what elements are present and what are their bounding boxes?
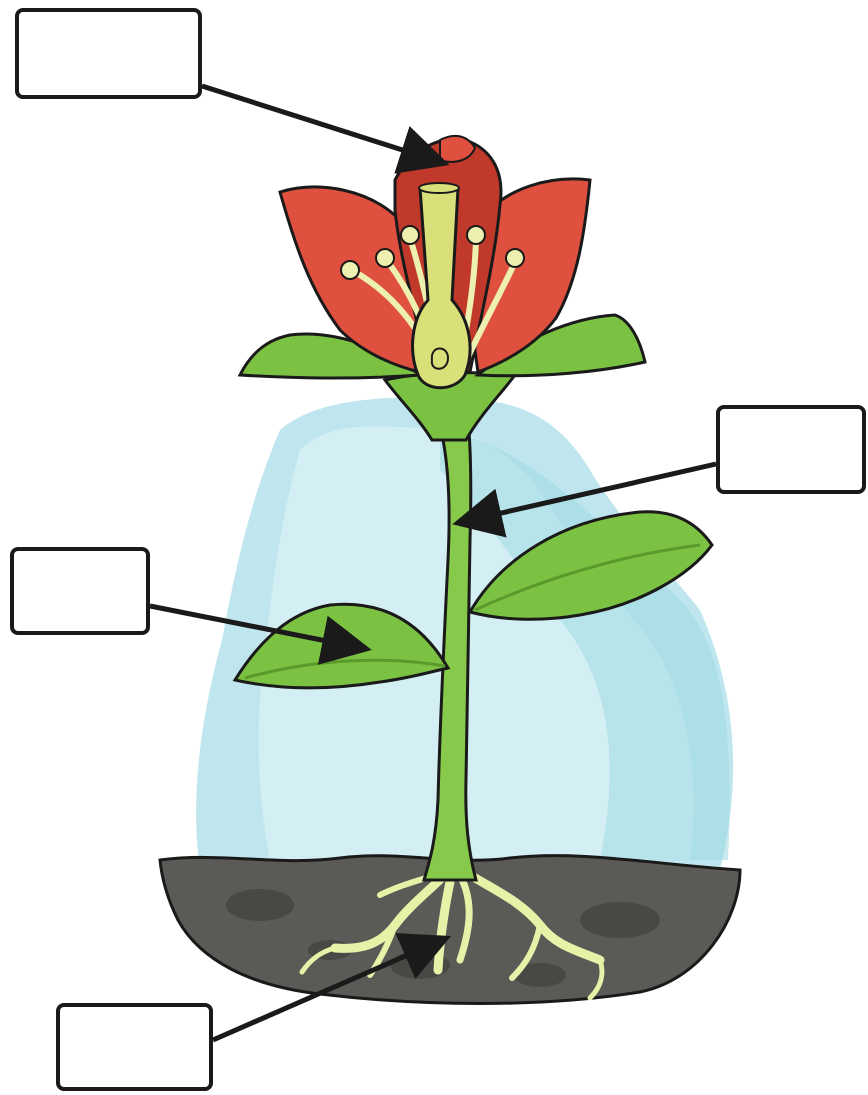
label-box-flower[interactable] [15, 8, 202, 99]
label-box-leaf[interactable] [10, 547, 150, 635]
label-box-root[interactable] [56, 1003, 213, 1091]
pointer-line-flower [202, 86, 440, 162]
label-box-stem[interactable] [716, 405, 866, 494]
